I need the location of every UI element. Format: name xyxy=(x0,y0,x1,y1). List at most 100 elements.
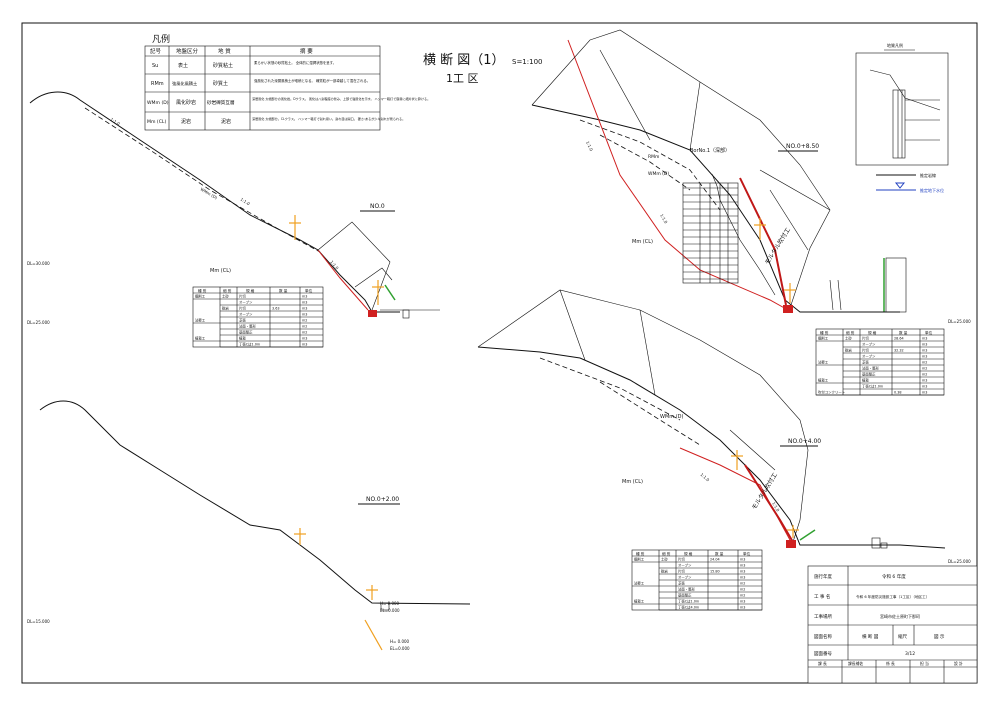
svg-text:1:1.0: 1:1.0 xyxy=(659,213,669,225)
table-cell: 丁張Cは1.0m xyxy=(678,599,700,604)
svg-text:風化砂岩: 風化砂岩 xyxy=(176,99,196,106)
svg-text:1:1.0: 1:1.0 xyxy=(239,197,251,207)
svg-text:WMm (D): WMm (D) xyxy=(147,100,169,106)
table-cell: 15.80 xyxy=(710,570,720,574)
svg-text:推定地下水位: 推定地下水位 xyxy=(920,187,944,193)
svg-text:Mm (CL): Mm (CL) xyxy=(210,268,231,274)
svg-text:規 格: 規 格 xyxy=(684,551,693,556)
svg-text:強風化された深層風積土が堆積となる。 礫質粒が一部卓越して混: 強風化された深層風積土が堆積となる。 礫質粒が一部卓越して混在される。 xyxy=(254,78,370,83)
table-cell: オープン xyxy=(239,300,253,305)
svg-text:数 量: 数 量 xyxy=(279,288,288,293)
table-cell: m3 xyxy=(740,600,745,604)
boring-label: BorNo.1（深部） xyxy=(690,147,730,154)
svg-text:係 長: 係 長 xyxy=(886,661,895,666)
section-label-no0-200: NO.0+2.00 xyxy=(366,496,399,503)
table-cell: 3.63 xyxy=(272,307,280,311)
section-label-no0-850: NO.0+8.50 xyxy=(786,143,819,150)
table-cell: m3 xyxy=(922,355,927,359)
table-cell: 土砂 xyxy=(222,294,229,299)
table-cell: m3 xyxy=(740,606,745,610)
svg-text:WMm (D): WMm (D) xyxy=(660,414,684,420)
drawing-title: 横 断 図（1） xyxy=(423,53,505,68)
side-label: DL=30.000 xyxy=(27,261,50,266)
svg-text:泥岩: 泥岩 xyxy=(221,118,231,125)
table-cell: 軟岩 xyxy=(661,569,668,574)
table-cell: 基面整正 xyxy=(239,330,253,335)
side-label: DL=25.000 xyxy=(27,320,50,325)
section-label-no0-400: NO.0+4.00 xyxy=(788,438,821,445)
section-label-no0: NO.0 xyxy=(370,203,385,210)
svg-text:WMm (D): WMm (D) xyxy=(648,171,669,177)
svg-text:細 別: 細 別 xyxy=(223,288,232,293)
table-cell: 掘削工 xyxy=(634,557,645,562)
table-cell: 片切 xyxy=(678,557,685,562)
geology-legend-box: 地質凡例 推定岩線 推定地下水位 xyxy=(855,42,949,193)
table-cell: 掘削工 xyxy=(818,336,829,341)
svg-text:規 格: 規 格 xyxy=(868,330,877,335)
table-cell: m2 xyxy=(302,325,307,329)
svg-text:課 長: 課 長 xyxy=(818,661,827,666)
table-cell: m2 xyxy=(922,373,927,377)
svg-text:数 量: 数 量 xyxy=(715,551,724,556)
side-label: DL=25.000 xyxy=(948,559,971,564)
table-cell: オープン xyxy=(862,354,876,359)
table-cell: 吹付コンクリート xyxy=(818,390,845,395)
sheet-border xyxy=(21,22,978,684)
svg-text:細 別: 細 別 xyxy=(846,330,855,335)
table-cell: m3 xyxy=(922,385,927,389)
table-cell: 法面・整形 xyxy=(239,324,257,329)
svg-text:課長補佐: 課長補佐 xyxy=(848,661,863,666)
svg-text:横 断 図: 横 断 図 xyxy=(862,633,879,640)
table-cell: m2 xyxy=(740,588,745,592)
section-no0-200: H= 0.000 EL=0.000 H= 0.000 EL=0.000 NO.0… xyxy=(39,400,471,651)
svg-text:Mm (CL): Mm (CL) xyxy=(622,479,643,485)
legend-table: 凡例 記号 地盤区分 地 質 摘 要 Su 表土 砂質粘土 柔らかい状態の砂質粘… xyxy=(144,33,430,131)
svg-text:RMm: RMm xyxy=(151,81,164,87)
table-cell: 基面整正 xyxy=(862,372,876,377)
table-cell: 片切 xyxy=(862,348,869,353)
table-cell: 32.32 xyxy=(894,349,904,353)
table-cell: 植栽工 xyxy=(195,336,206,341)
section-no0-850: モルタル吹付工 1:1.0 1:1.0 RMm WMm (D) Mm (CL) … xyxy=(531,29,907,313)
svg-text:宮崎市佐土原町下那珂: 宮崎市佐土原町下那珂 xyxy=(880,613,920,619)
table-cell: m2 xyxy=(740,582,745,586)
table-cell: 片切 xyxy=(862,336,869,341)
svg-text:Mm (CL): Mm (CL) xyxy=(147,119,166,125)
title-block: 施行年度 令和 6 年度 工 事 名 令和 6 年度防災施設工事（1工区）（地区… xyxy=(807,565,978,684)
svg-text:砂質土: 砂質土 xyxy=(213,80,228,87)
svg-text:地 質: 地 質 xyxy=(218,47,231,55)
table-cell: m3 xyxy=(922,391,927,395)
table-cell: オープン xyxy=(678,575,692,580)
svg-text:図 示: 図 示 xyxy=(934,634,945,640)
table-cell: 法面・整形 xyxy=(678,587,696,592)
table-cell: 軟岩 xyxy=(222,306,229,311)
svg-text:1:1.0: 1:1.0 xyxy=(771,501,781,513)
table-cell: 丁張Cは1.0m xyxy=(862,384,884,389)
svg-text:施行年度: 施行年度 xyxy=(814,573,832,580)
svg-text:単位: 単位 xyxy=(305,288,313,293)
table-cell: 丁張Cは4.0m xyxy=(678,605,700,610)
svg-text:RMm: RMm xyxy=(648,154,659,160)
table-cell: 法覆工 xyxy=(818,360,829,365)
table-cell: 土砂 xyxy=(845,336,852,341)
svg-text:1:1.0: 1:1.0 xyxy=(109,117,121,127)
table-cell: オープン xyxy=(862,342,876,347)
svg-text:強風化風積土: 強風化風積土 xyxy=(172,80,197,87)
table-cell: m3 xyxy=(922,343,927,347)
svg-text:設 計: 設 計 xyxy=(954,661,963,666)
table-cell: m3 xyxy=(302,307,307,311)
table-cell: m3 xyxy=(922,337,927,341)
table-cell: 0.38 xyxy=(894,391,902,395)
table-cell: 芝張 xyxy=(239,318,246,323)
table-cell: m3 xyxy=(302,337,307,341)
svg-text:砂岩礫質互層: 砂岩礫質互層 xyxy=(207,99,235,106)
svg-text:H= 0.000: H= 0.000 xyxy=(380,601,400,606)
svg-text:縮尺: 縮尺 xyxy=(898,633,907,640)
svg-text:記号: 記号 xyxy=(150,47,162,55)
table-cell: 法覆工 xyxy=(634,581,645,586)
table-cell: m3 xyxy=(302,295,307,299)
